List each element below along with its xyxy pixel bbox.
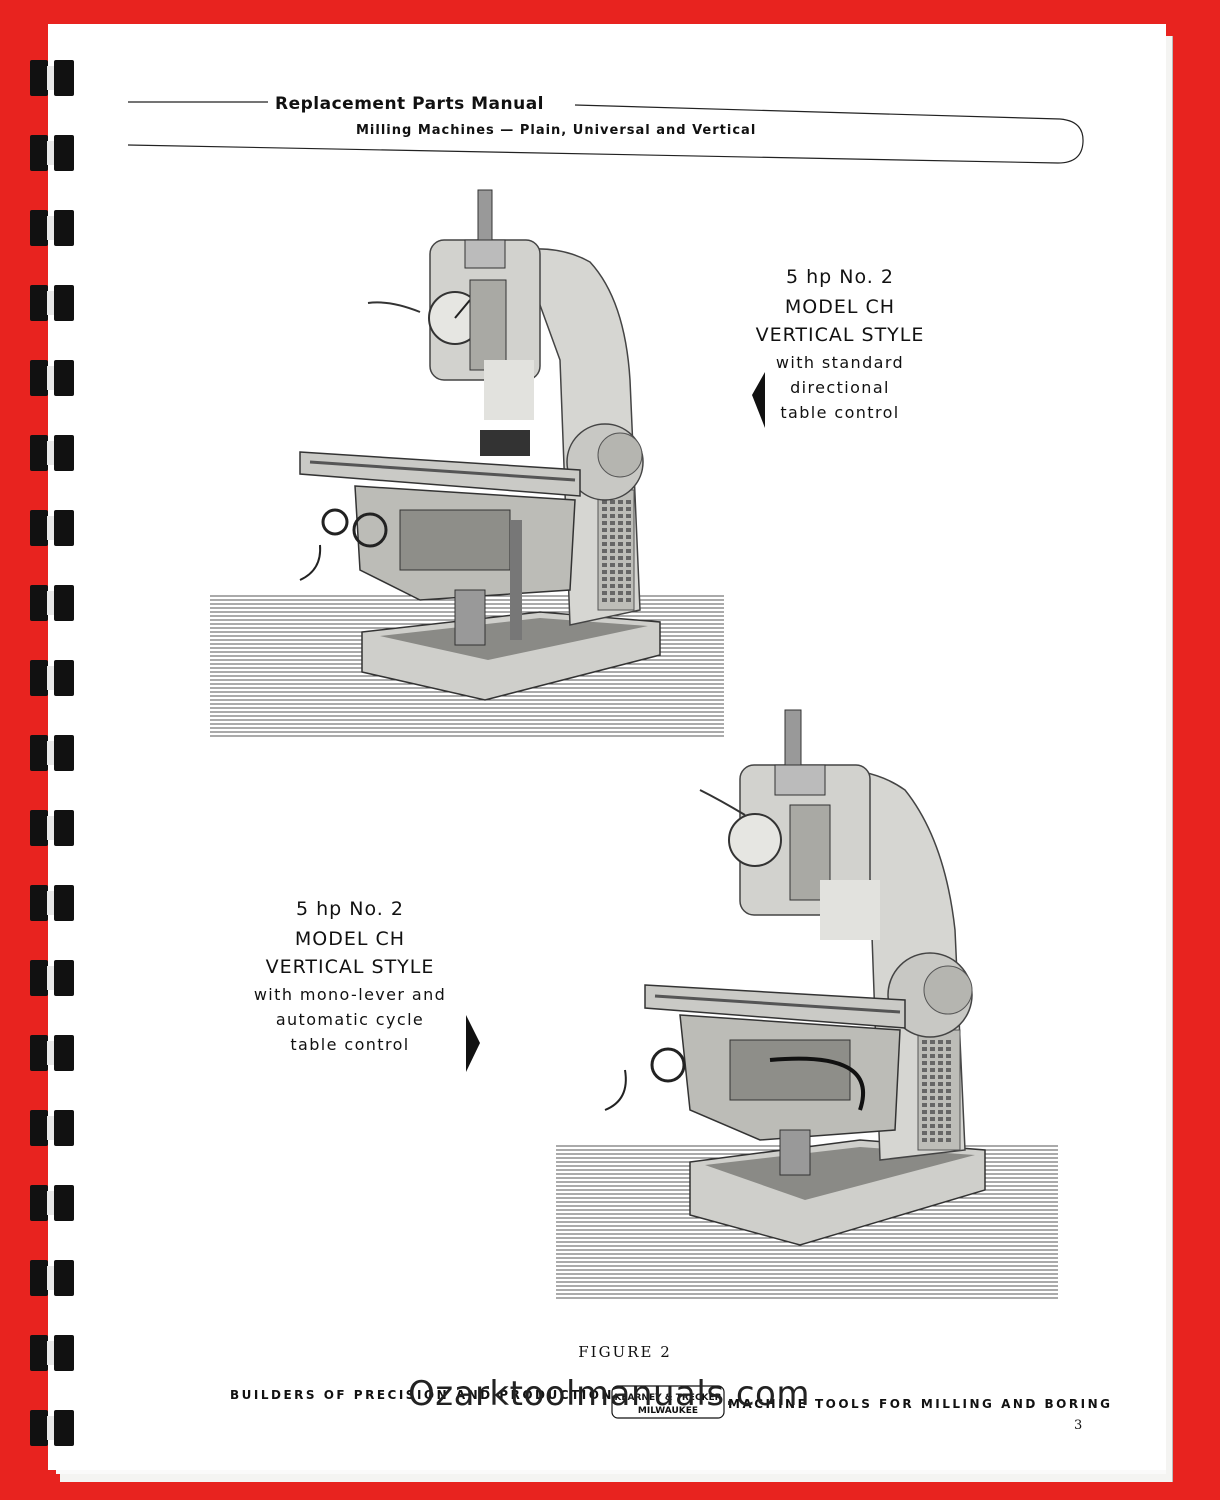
binding-ring (30, 510, 76, 546)
caption-top-desc-2: directional (790, 378, 890, 397)
caption-top: 5 hp No. 2 MODEL CH VERTICAL STYLE with … (740, 266, 940, 425)
svg-text:KEARNEY & TRECKER: KEARNEY & TRECKER (614, 1393, 721, 1403)
caption-bottom-desc-3: table control (290, 1035, 410, 1054)
figure-label: FIGURE 2 (578, 1343, 672, 1361)
binding-ring (30, 1335, 76, 1371)
svg-text:MILWAUKEE: MILWAUKEE (638, 1406, 698, 1416)
caption-bottom-desc-1: with mono-lever and (253, 985, 447, 1004)
caption-bottom-style: VERTICAL STYLE (265, 956, 435, 978)
binding-ring (30, 585, 76, 621)
binding-ring (30, 735, 76, 771)
binding-ring (30, 1410, 76, 1446)
caption-top-style: VERTICAL STYLE (755, 324, 925, 346)
caption-bottom-model: MODEL CH (294, 928, 406, 950)
site-watermark: Ozarktoolmanuals.com (408, 1374, 810, 1414)
binding-ring (30, 210, 76, 246)
caption-top-desc-3: table control (780, 403, 900, 422)
binding-ring (30, 1110, 76, 1146)
binding-ring (30, 60, 76, 96)
left-pointer-icon (752, 372, 765, 428)
caption-bottom-desc-2: automatic cycle (275, 1010, 425, 1029)
caption-top-model: MODEL CH (784, 296, 896, 318)
binding-ring (30, 1260, 76, 1296)
footer-left-text: BUILDERS OF PRECISION AND PRODUCTION (230, 1388, 614, 1402)
manual-subtitle: Milling Machines — Plain, Universal and … (356, 123, 757, 138)
right-pointer-icon (466, 1015, 480, 1072)
binding-ring (30, 285, 76, 321)
binding-ring (30, 360, 76, 396)
binding-ring (30, 660, 76, 696)
footer-right-text: MACHINE TOOLS FOR MILLING AND BORING (728, 1397, 1113, 1411)
binding-ring (30, 435, 76, 471)
machine-illustration-top (210, 189, 765, 737)
binding-ring (30, 960, 76, 996)
machine-illustration-bottom (466, 709, 1058, 1299)
kearney-trecker-logo: KEARNEY & TRECKER MILWAUKEE (611, 1385, 725, 1419)
header-rule (127, 101, 1084, 164)
binding-ring (30, 810, 76, 846)
caption-top-power: 5 hp No. 2 (786, 266, 894, 288)
caption-bottom: 5 hp No. 2 MODEL CH VERTICAL STYLE with … (240, 898, 460, 1057)
binding-ring (30, 1185, 76, 1221)
binding-ring (30, 1035, 76, 1071)
binding-ring (30, 885, 76, 921)
page-number: 3 (1074, 1418, 1083, 1433)
manual-title: Replacement Parts Manual (275, 94, 545, 114)
caption-top-desc-1: with standard (775, 353, 905, 372)
manual-page (48, 24, 1166, 1470)
binding-ring (30, 135, 76, 171)
caption-bottom-power: 5 hp No. 2 (296, 898, 404, 920)
